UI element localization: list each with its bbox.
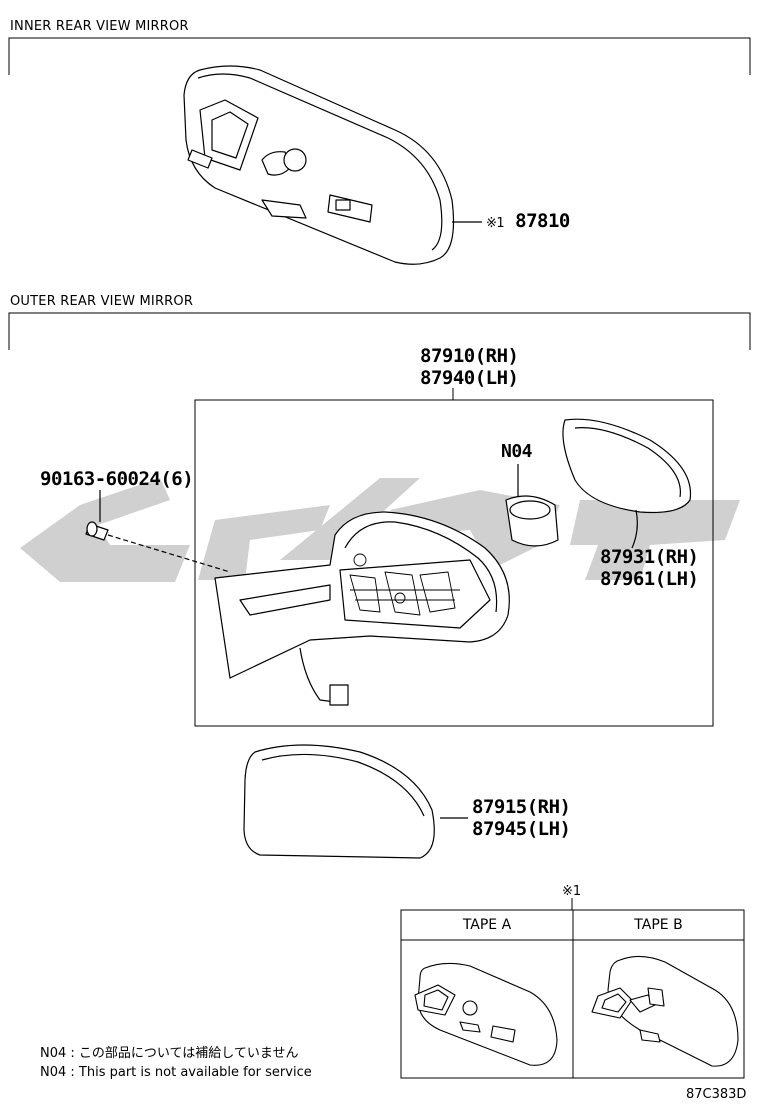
n04-label: N04 [501,441,533,462]
illustration-code: 87C383D [686,1087,747,1102]
inner-mirror-drawing [183,65,482,265]
mirror-cover-drawing [243,744,468,859]
tape-table [400,898,745,1079]
glass-part-rh: 87931(RH) [600,546,699,568]
inner-part-number: 87810 [515,210,570,232]
tape-a-label: TAPE A [462,917,512,933]
outer-section-title: OUTER REAR VIEW MIRROR [10,294,194,309]
tape-note-mark: ※1 [562,884,582,899]
inner-section-title: INNER REAR VIEW MIRROR [10,19,189,34]
assy-part-lh: 87940(LH) [420,367,519,389]
inner-part-label: ※1 87810 [486,210,570,235]
glass-part-label: 87931(RH) 87961(LH) [600,546,699,590]
cover-part-lh: 87945(LH) [472,818,571,840]
outer-mirror-drawing [85,418,692,706]
tape-a-mirror-drawing [414,962,558,1066]
note-en: N04 : This part is not available for ser… [40,1065,312,1080]
cover-part-label: 87915(RH) 87945(LH) [472,796,571,840]
assy-part-rh: 87910(RH) [420,345,519,367]
tape-b-mirror-drawing [591,955,739,1067]
outer-section-bracket [8,312,751,350]
note-jp: N04 : この部品については補給していません [40,1046,299,1061]
tape-b-label: TAPE B [634,917,683,933]
screw-part-number: 90163-60024(6) [40,468,194,490]
inner-note-mark: ※1 [486,216,505,231]
cover-part-rh: 87915(RH) [472,796,571,818]
outer-assy-box [194,388,714,727]
glass-part-lh: 87961(LH) [600,568,699,590]
assy-part-label: 87910(RH) 87940(LH) [420,345,519,389]
inner-section-bracket [8,37,751,75]
